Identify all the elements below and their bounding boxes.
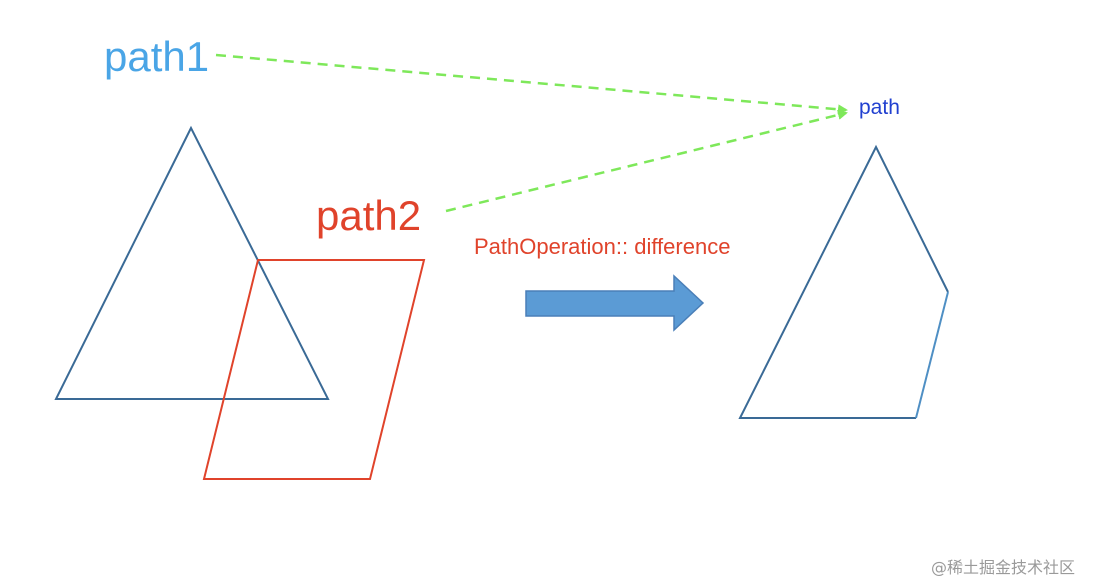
result-shape xyxy=(738,144,949,419)
path2-label: path2 xyxy=(316,192,422,239)
path2-parallelogram xyxy=(202,259,426,480)
result-path-label: path xyxy=(859,96,900,119)
path2-dashed-arrow xyxy=(445,110,848,213)
path1-dashed-arrow xyxy=(215,53,848,115)
operation-label: PathOperation:: difference xyxy=(474,234,731,259)
result-shape-right-edge xyxy=(915,291,949,419)
watermark: @稀土掘金技术社区 xyxy=(931,558,1076,577)
path1-triangle xyxy=(54,125,330,400)
path1-label: path1 xyxy=(104,33,210,80)
operation-arrow xyxy=(525,274,705,332)
